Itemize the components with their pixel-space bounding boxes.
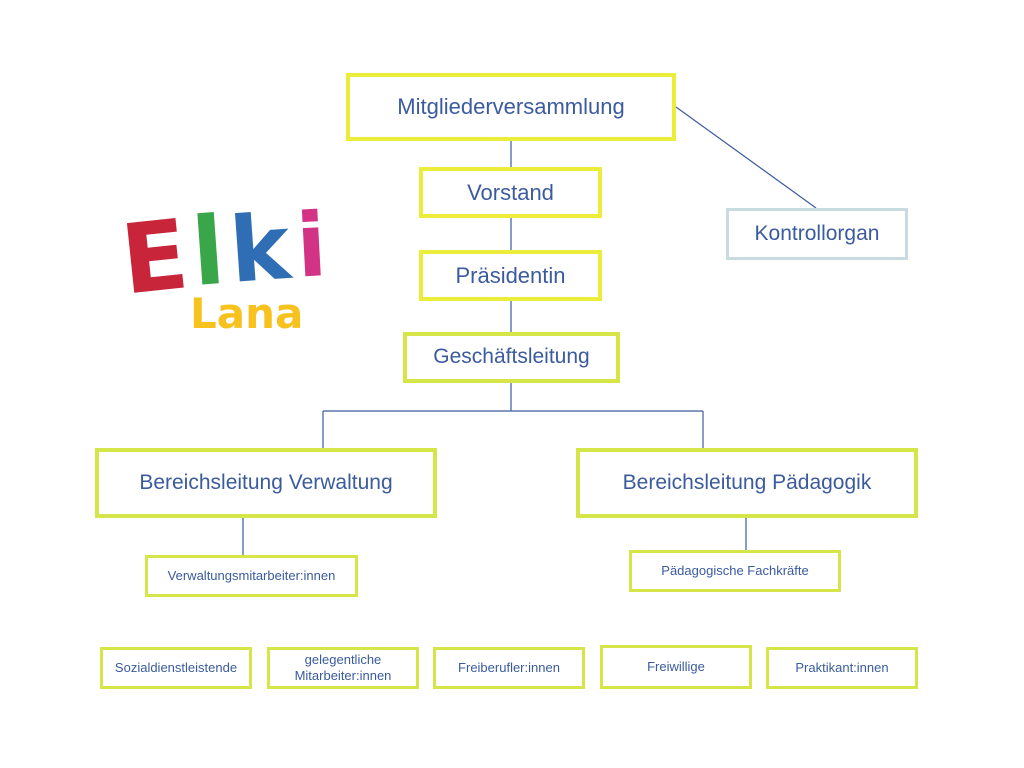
node-vorstand: Vorstand	[419, 167, 602, 218]
node-bereichsleitung-paedagogik: Bereichsleitung Pädagogik	[576, 448, 918, 518]
logo-subtitle: Lana	[190, 289, 303, 338]
node-freiberufler: Freiberufler:innen	[433, 647, 585, 689]
node-kontrollorgan: Kontrollorgan	[726, 208, 908, 260]
node-paedagogische-fachkraefte-label: Pädagogische Fachkräfte	[661, 562, 809, 578]
node-bereichsleitung-paedagogik-label: Bereichsleitung Pädagogik	[622, 470, 872, 494]
node-bereichsleitung-verwaltung: Bereichsleitung Verwaltung	[95, 448, 437, 518]
node-gelegentliche-mitarbeiter-line2: Mitarbeiter:innen	[294, 668, 392, 683]
node-praktikanten: Praktikant:innen	[766, 647, 918, 689]
node-praesidentin: Präsidentin	[419, 250, 602, 301]
node-gelegentliche-mitarbeiter-label: gelegentliche Mitarbeiter:innen	[295, 652, 392, 685]
node-freiberufler-label: Freiberufler:innen	[458, 659, 560, 675]
node-mitgliederversammlung: Mitgliederversammlung	[346, 73, 676, 141]
logo-graphic: E l k i Lana	[118, 187, 335, 338]
node-verwaltungsmitarbeiter-label: Verwaltungsmitarbeiter:innen	[167, 567, 336, 583]
node-vorstand-label: Vorstand	[467, 179, 554, 205]
node-geschaeftsleitung-label: Geschäftsleitung	[433, 345, 590, 369]
logo-letter-i: i	[294, 193, 330, 297]
node-gelegentliche-mitarbeiter-line1: gelegentliche	[304, 651, 382, 667]
node-mitgliederversammlung-label: Mitgliederversammlung	[397, 94, 625, 120]
node-freiwillige-label: Freiwillige	[647, 658, 705, 674]
elki-lana-logo: E l k i Lana	[118, 178, 340, 338]
node-sozialdienstleistende-label: Sozialdienstleistende	[114, 659, 238, 675]
node-bereichsleitung-verwaltung-label: Bereichsleitung Verwaltung	[139, 470, 393, 494]
node-freiwillige: Freiwillige	[600, 645, 752, 689]
connector-mitglieder-kontroll	[675, 106, 817, 209]
node-geschaeftsleitung: Geschäftsleitung	[403, 332, 620, 383]
logo-letter-k: k	[227, 195, 296, 304]
logo-letter-e: E	[118, 198, 193, 316]
node-paedagogische-fachkraefte: Pädagogische Fachkräfte	[629, 550, 841, 592]
node-kontrollorgan-label: Kontrollorgan	[754, 221, 880, 245]
node-praesidentin-label: Präsidentin	[455, 262, 566, 288]
node-praktikanten-label: Praktikant:innen	[795, 659, 889, 675]
node-verwaltungsmitarbeiter: Verwaltungsmitarbeiter:innen	[145, 555, 358, 597]
node-gelegentliche-mitarbeiter: gelegentliche Mitarbeiter:innen	[267, 647, 419, 689]
node-sozialdienstleistende: Sozialdienstleistende	[100, 647, 252, 689]
